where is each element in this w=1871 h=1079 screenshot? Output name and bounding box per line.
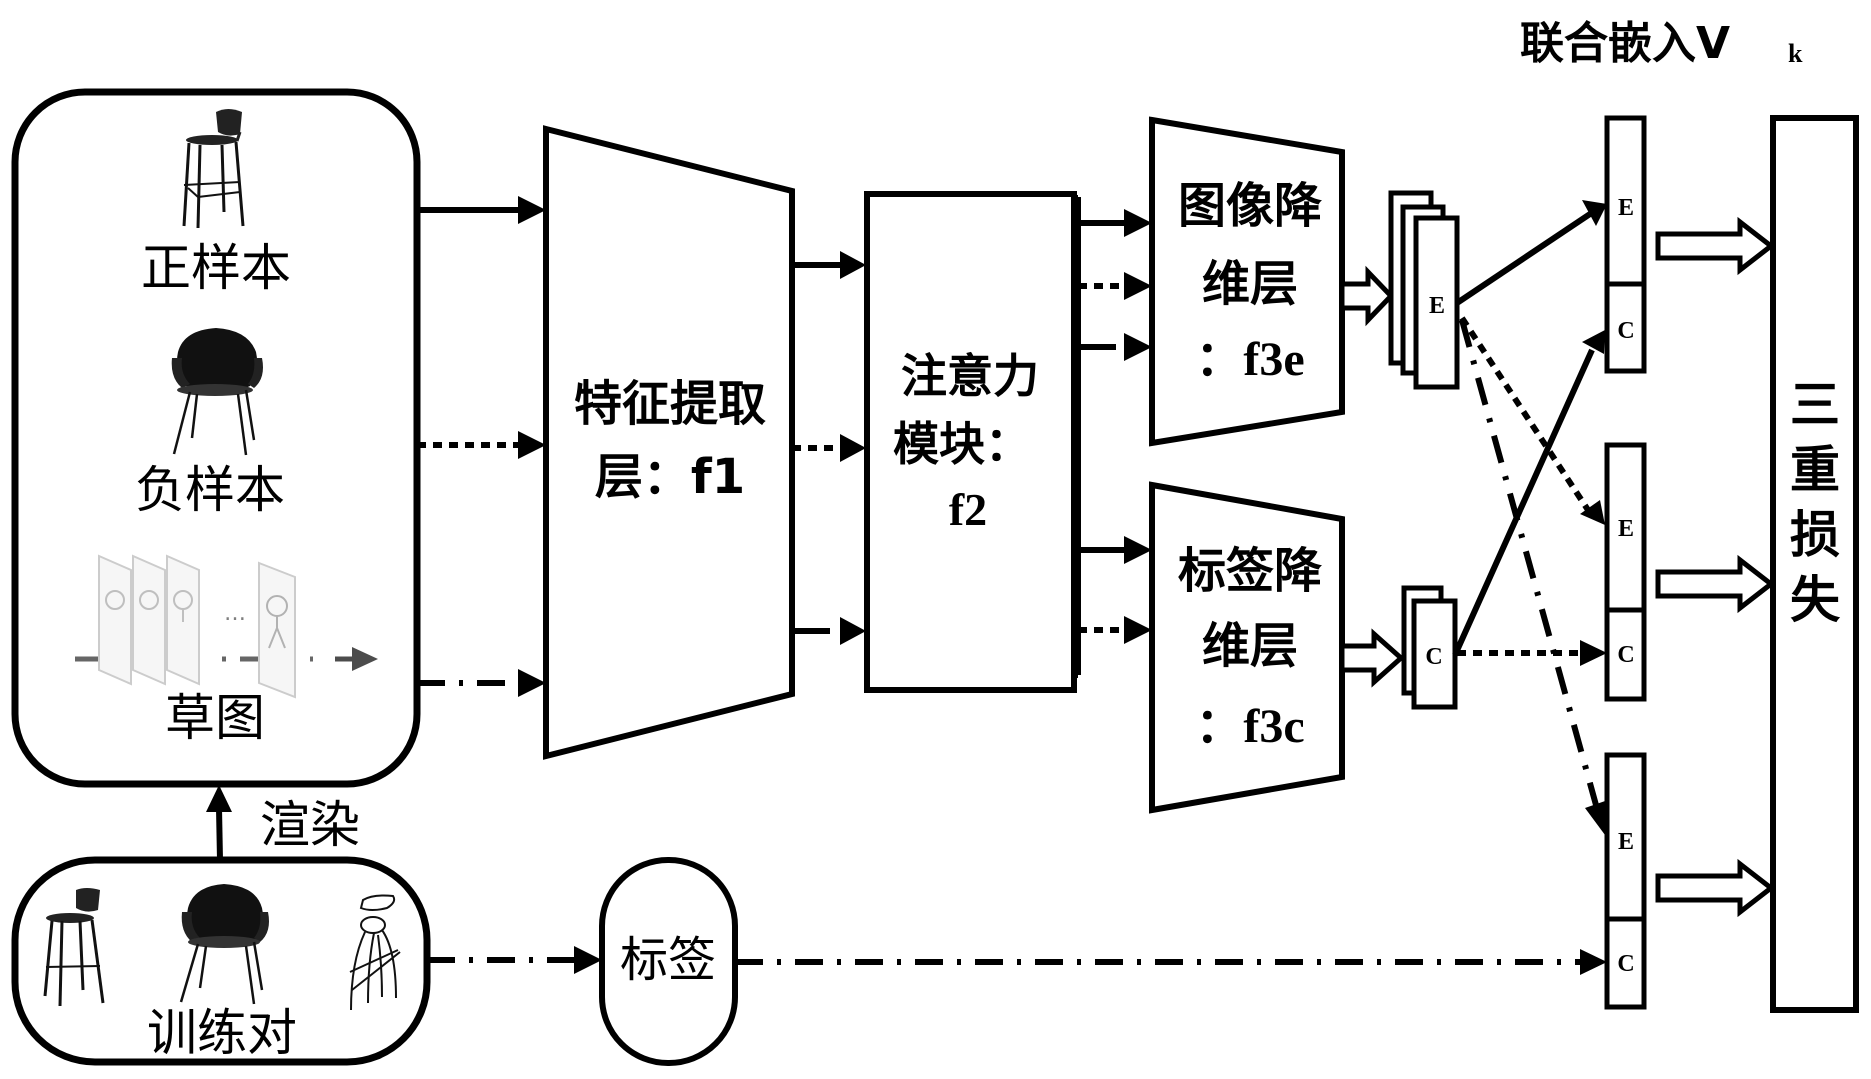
positive-sample-label: 正样本 <box>141 239 291 297</box>
column2-to-loss-arrow <box>1655 554 1776 614</box>
column3-to-loss-arrow <box>1655 858 1776 918</box>
timeline-arrow-icon <box>352 647 378 671</box>
loss-char-4: 失 <box>1790 571 1841 629</box>
chair-sketch <box>349 894 401 1011</box>
attention-line2: 模块： <box>893 417 1031 471</box>
image-reduction-line3: ：f3e <box>1195 333 1304 386</box>
image-reduction-line1: 图像降 <box>1178 178 1323 234</box>
loss-char-3: 损 <box>1790 506 1840 564</box>
sketch-frame-icon <box>132 554 166 686</box>
image-embedding-symbol: E <box>1429 293 1445 319</box>
sketch-frame-icon <box>258 561 296 699</box>
sketch-label: 草图 <box>165 689 265 747</box>
sketch-sequence: … <box>75 554 378 699</box>
positive-input-arrow <box>417 196 546 224</box>
render-label: 渲染 <box>260 796 360 854</box>
armchair-image <box>179 884 269 1005</box>
e-to-column2-arrow <box>1459 316 1605 525</box>
triplet-loss-box: 三 重 损 失 <box>1770 115 1859 1013</box>
column3-c: C <box>1617 951 1634 977</box>
column2-e: E <box>1618 516 1634 542</box>
bar-stool-image <box>43 888 105 1007</box>
attention-to-label-reduction-arrows <box>1078 536 1152 644</box>
attention-line3: f2 <box>949 484 987 535</box>
feature-layer-line2: 层：f1 <box>595 449 745 505</box>
title-subscript: k <box>1788 39 1803 68</box>
label-embedding-symbol: C <box>1425 644 1442 670</box>
column1-c: C <box>1617 318 1634 344</box>
label-reduction-line1: 标签降 <box>1178 543 1323 599</box>
input-samples-box: 正样本 负样本 <box>11 88 421 788</box>
image-embedding-stack: E <box>1388 190 1460 390</box>
attention-line1: 注意力 <box>901 349 1039 403</box>
e-to-column1-arrow <box>1455 200 1607 306</box>
feature-to-attention-arrow-negative <box>792 434 866 462</box>
label-reduction-line3: ：f3c <box>1195 700 1304 753</box>
training-pair-box: 训练对 <box>11 856 431 1066</box>
column3-e: E <box>1618 829 1634 855</box>
negative-sample-label: 负样本 <box>135 461 285 519</box>
joint-embedding-column-3: E C <box>1604 752 1647 1010</box>
c-to-column2-arrow <box>1457 640 1607 666</box>
label-embedding-stack: C <box>1401 585 1458 710</box>
negative-input-arrow <box>417 431 546 459</box>
bar-stool-image <box>182 109 245 229</box>
feature-layer-line1: 特征提取 <box>574 376 766 432</box>
column2-c: C <box>1617 642 1634 668</box>
label-to-embedding-connector <box>735 949 1607 975</box>
label-reduction-output-arrow <box>1339 628 1405 688</box>
label-reduction-layer: 标签降 维层 ：f3c <box>1149 481 1345 814</box>
column1-e: E <box>1618 195 1634 221</box>
loss-char-2: 重 <box>1790 441 1840 499</box>
joint-embedding-title: 联合嵌入V k <box>1520 18 1803 69</box>
title-text: 联合嵌入V <box>1520 18 1730 69</box>
feature-extraction-layer: 特征提取 层：f1 <box>543 125 795 760</box>
image-reduction-line2: 维层 <box>1202 256 1298 312</box>
render-arrow <box>206 785 232 861</box>
image-reduction-layer: 图像降 维层 ：f3e <box>1149 116 1345 447</box>
attention-to-image-reduction-arrows <box>1078 209 1152 361</box>
feature-to-attention-arrow-sketch <box>792 617 866 645</box>
label-node-text: 标签 <box>620 932 716 988</box>
feature-to-attention-arrow-positive <box>792 251 866 279</box>
e-to-column3-arrow <box>1459 319 1608 835</box>
training-to-label-connector <box>427 946 602 974</box>
attention-module: 注意力 模块： f2 <box>864 191 1077 693</box>
joint-embedding-column-2: E C <box>1604 442 1647 702</box>
label-reduction-line2: 维层 <box>1202 618 1298 674</box>
training-pair-label: 训练对 <box>147 1004 297 1062</box>
joint-embedding-column-1: E C <box>1604 115 1647 374</box>
sketch-ellipsis: … <box>224 601 246 626</box>
label-node: 标签 <box>599 857 738 1066</box>
sketch-input-arrow <box>417 669 546 697</box>
column1-to-loss-arrow <box>1655 216 1776 276</box>
c-to-column1-arrow <box>1452 330 1605 657</box>
armchair-image <box>171 328 263 456</box>
loss-char-1: 三 <box>1790 376 1840 434</box>
image-reduction-output-arrow <box>1339 265 1395 327</box>
sketch-frame-icon <box>98 554 132 686</box>
sketch-frame-icon <box>166 554 200 686</box>
